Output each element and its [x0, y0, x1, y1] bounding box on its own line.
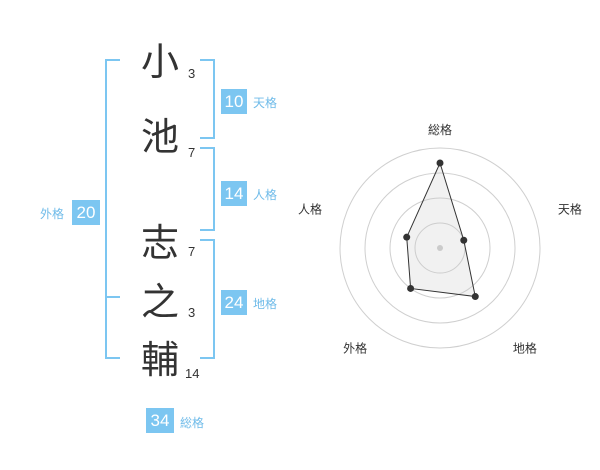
radar-axis-label-2: 天格 — [558, 202, 582, 217]
soukaku-label: 総格 — [180, 416, 205, 430]
radar-grid-ring — [389, 197, 491, 299]
gaikaku-label: 外格 — [40, 207, 65, 221]
radar-point-1 — [436, 159, 444, 167]
radar-series-polygon — [406, 161, 476, 298]
soukaku-value-badge: 34 — [146, 408, 174, 433]
jinkaku-label: 人格 — [253, 188, 278, 202]
chikaku-value-badge: 24 — [221, 290, 247, 315]
radar-axis-label-4: 外格 — [343, 340, 367, 355]
jinkaku-bracket — [200, 147, 215, 231]
jinkaku-value-badge: 14 — [221, 181, 247, 206]
tenkaku-label: 天格 — [253, 96, 278, 110]
radar-axis-label-3: 地格 — [513, 340, 537, 355]
name-char-1: 小 — [140, 40, 179, 84]
radar-center-dot — [437, 245, 443, 251]
chikaku-bracket — [200, 239, 215, 359]
stroke-count-4: 3 — [188, 305, 196, 320]
radar-axis-label-1: 総格 — [428, 122, 452, 137]
name-char-4: 之 — [140, 280, 179, 324]
tenkaku-bracket — [200, 59, 215, 139]
gaikaku-value-badge: 20 — [72, 200, 100, 225]
gaikaku-bracket — [105, 59, 120, 359]
radar-point-2 — [460, 236, 468, 244]
radar-point-4 — [407, 284, 415, 292]
radar-grid-ring — [339, 147, 541, 349]
chikaku-label: 地格 — [253, 297, 278, 311]
name-char-2: 池 — [140, 115, 179, 159]
stroke-count-5: 14 — [185, 366, 200, 381]
name-char-5: 輔 — [140, 338, 179, 382]
radar-point-5 — [403, 233, 411, 241]
radar-grid-ring — [364, 172, 516, 324]
stroke-count-2: 7 — [188, 145, 196, 160]
tenkaku-value-badge: 10 — [221, 89, 247, 114]
name-char-3: 志 — [140, 221, 179, 265]
stroke-count-3: 7 — [188, 244, 196, 259]
stroke-count-1: 3 — [188, 66, 196, 81]
radar-point-3 — [471, 293, 479, 301]
radar-axis-label-5: 人格 — [298, 202, 322, 217]
